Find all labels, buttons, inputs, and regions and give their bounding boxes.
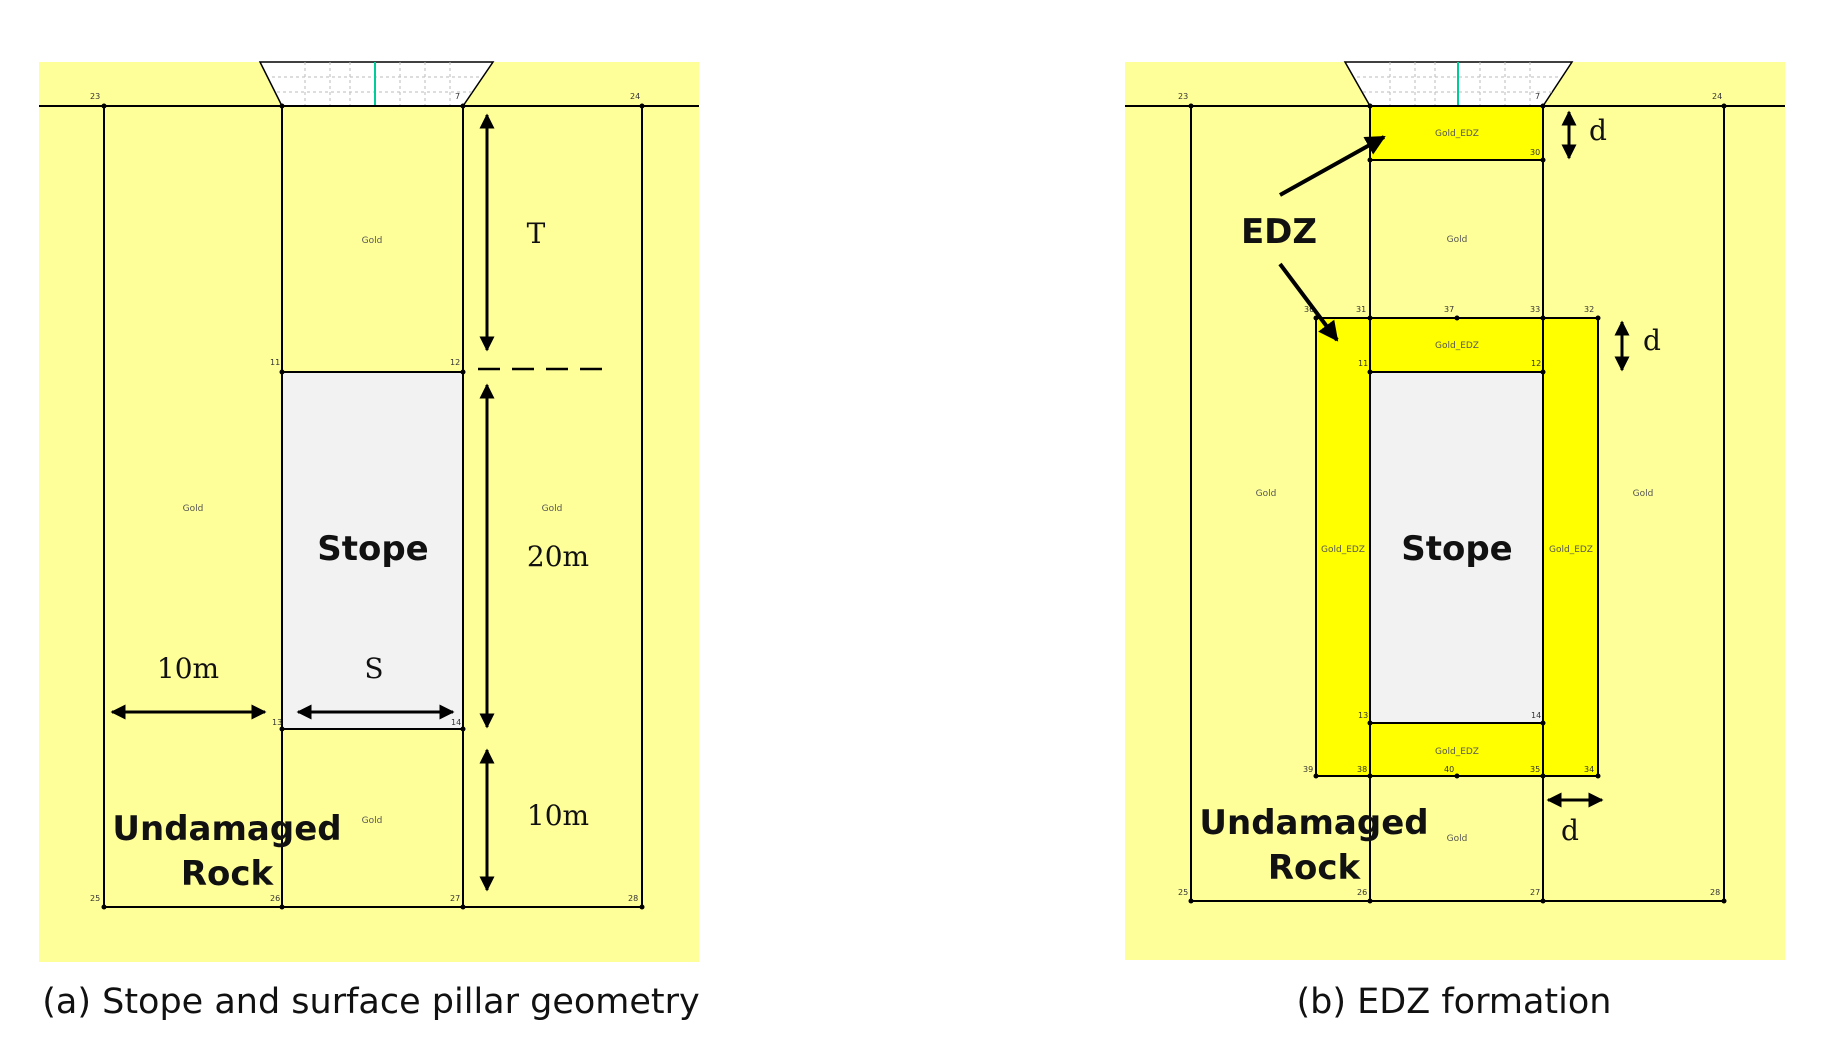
panel-b-dimension-arrows xyxy=(1546,110,1630,808)
panel-b-material-edz-left: Gold_EDZ xyxy=(1321,545,1365,555)
panel-a-node-14: 14 xyxy=(451,718,461,727)
panel-a-node-11: 11 xyxy=(270,358,280,367)
panel-a-stope-label: Stope xyxy=(317,529,429,569)
panel-b: 23 7 24 30 31 37 33 32 36 11 12 13 14 39… xyxy=(1125,61,1785,1022)
panel-b-cut-grid xyxy=(1357,62,1560,106)
panel-a-caption: (a) Stope and surface pillar geometry xyxy=(42,982,700,1022)
panel-b-stope-label: Stope xyxy=(1401,529,1513,569)
panel-a-rock-label-1: Undamaged xyxy=(112,809,341,849)
panel-a-material-right: Gold xyxy=(542,504,563,514)
panel-b-node-27: 27 xyxy=(1530,888,1540,897)
panel-a-dim-20m: 20m xyxy=(527,540,589,573)
panel-b-material-edz-crown: Gold_EDZ xyxy=(1435,341,1479,351)
panel-b-node-28: 28 xyxy=(1710,888,1720,897)
panel-b-node-13: 13 xyxy=(1358,711,1368,720)
panel-a-node-13: 13 xyxy=(272,718,282,727)
panel-b-material-bottom: Gold xyxy=(1447,834,1468,844)
panel-b-edz-pointers xyxy=(1278,135,1386,342)
panel-b-node-11: 11 xyxy=(1358,359,1368,368)
panel-a-node-28: 28 xyxy=(628,894,638,903)
panel-b-node-7: 7 xyxy=(1535,92,1540,101)
panel-a-node-24: 24 xyxy=(630,92,640,101)
panel-a-node-12: 12 xyxy=(450,358,460,367)
panel-b-material-edz-top: Gold_EDZ xyxy=(1435,129,1479,139)
panel-b-edz-label: EDZ xyxy=(1241,212,1317,252)
panel-b-node-40: 40 xyxy=(1444,765,1454,774)
panel-b-stope xyxy=(1369,371,1544,724)
panel-a-dim-T: T xyxy=(527,217,546,250)
panel-a-material-left: Gold xyxy=(183,504,204,514)
panel-b-node-31: 31 xyxy=(1356,305,1366,314)
panel-a-dim-10m-left: 10m xyxy=(157,652,219,685)
panel-b-node-12: 12 xyxy=(1531,359,1541,368)
panel-b-node-26: 26 xyxy=(1357,888,1367,897)
panel-b-node-39: 39 xyxy=(1303,765,1313,774)
panel-b-material-edz-right: Gold_EDZ xyxy=(1549,545,1593,555)
panel-a-node-25: 25 xyxy=(90,894,100,903)
panel-a-material-pillar: Gold xyxy=(362,236,383,246)
panel-a-dim-10m-bottom: 10m xyxy=(527,799,589,832)
panel-b-rock-label-1: Undamaged xyxy=(1199,803,1428,843)
panel-a: 23 7 24 11 12 13 14 25 26 27 28 Gold Gol… xyxy=(39,61,700,1022)
panel-b-node-23: 23 xyxy=(1178,92,1188,101)
panel-a-node-7: 7 xyxy=(455,92,460,101)
panel-b-rock-label-2: Rock xyxy=(1268,848,1362,888)
panel-a-rock-label-2: Rock xyxy=(181,854,275,894)
panel-b-dim-d-top: d xyxy=(1589,114,1607,147)
panel-b-material-left: Gold xyxy=(1256,489,1277,499)
panel-a-material-bottom: Gold xyxy=(362,816,383,826)
panel-b-node-25: 25 xyxy=(1178,888,1188,897)
panel-a-node-26: 26 xyxy=(270,894,280,903)
panel-b-node-35: 35 xyxy=(1530,765,1540,774)
panel-b-node-32: 32 xyxy=(1584,305,1594,314)
panel-b-node-34: 34 xyxy=(1584,765,1594,774)
panel-a-dimension-arrows xyxy=(110,113,495,892)
panel-a-node-23: 23 xyxy=(90,92,100,101)
panel-b-node-30: 30 xyxy=(1530,148,1540,157)
panel-b-material-right: Gold xyxy=(1633,489,1654,499)
panel-b-node-14: 14 xyxy=(1531,711,1541,720)
panel-b-node-38: 38 xyxy=(1357,765,1367,774)
panel-a-dim-S: S xyxy=(364,652,383,685)
panel-b-caption: (b) EDZ formation xyxy=(1297,982,1612,1022)
panel-a-node-27: 27 xyxy=(450,894,460,903)
panel-b-node-37: 37 xyxy=(1444,305,1454,314)
panel-a-node-dots xyxy=(101,103,645,910)
panel-b-dim-d-side: d xyxy=(1561,814,1579,847)
panel-b-node-24: 24 xyxy=(1712,92,1722,101)
panel-b-mesh xyxy=(1125,105,1785,902)
panel-b-material-edz-floor: Gold_EDZ xyxy=(1435,747,1479,757)
panel-a-stope xyxy=(281,371,464,730)
panel-b-node-33: 33 xyxy=(1530,305,1540,314)
panel-b-node-36: 36 xyxy=(1304,305,1314,314)
panel-b-material-pillar: Gold xyxy=(1447,235,1468,245)
panel-a-mesh xyxy=(39,105,699,908)
panel-b-dim-d-mid: d xyxy=(1643,324,1661,357)
panel-b-node-dots xyxy=(1188,103,1727,904)
